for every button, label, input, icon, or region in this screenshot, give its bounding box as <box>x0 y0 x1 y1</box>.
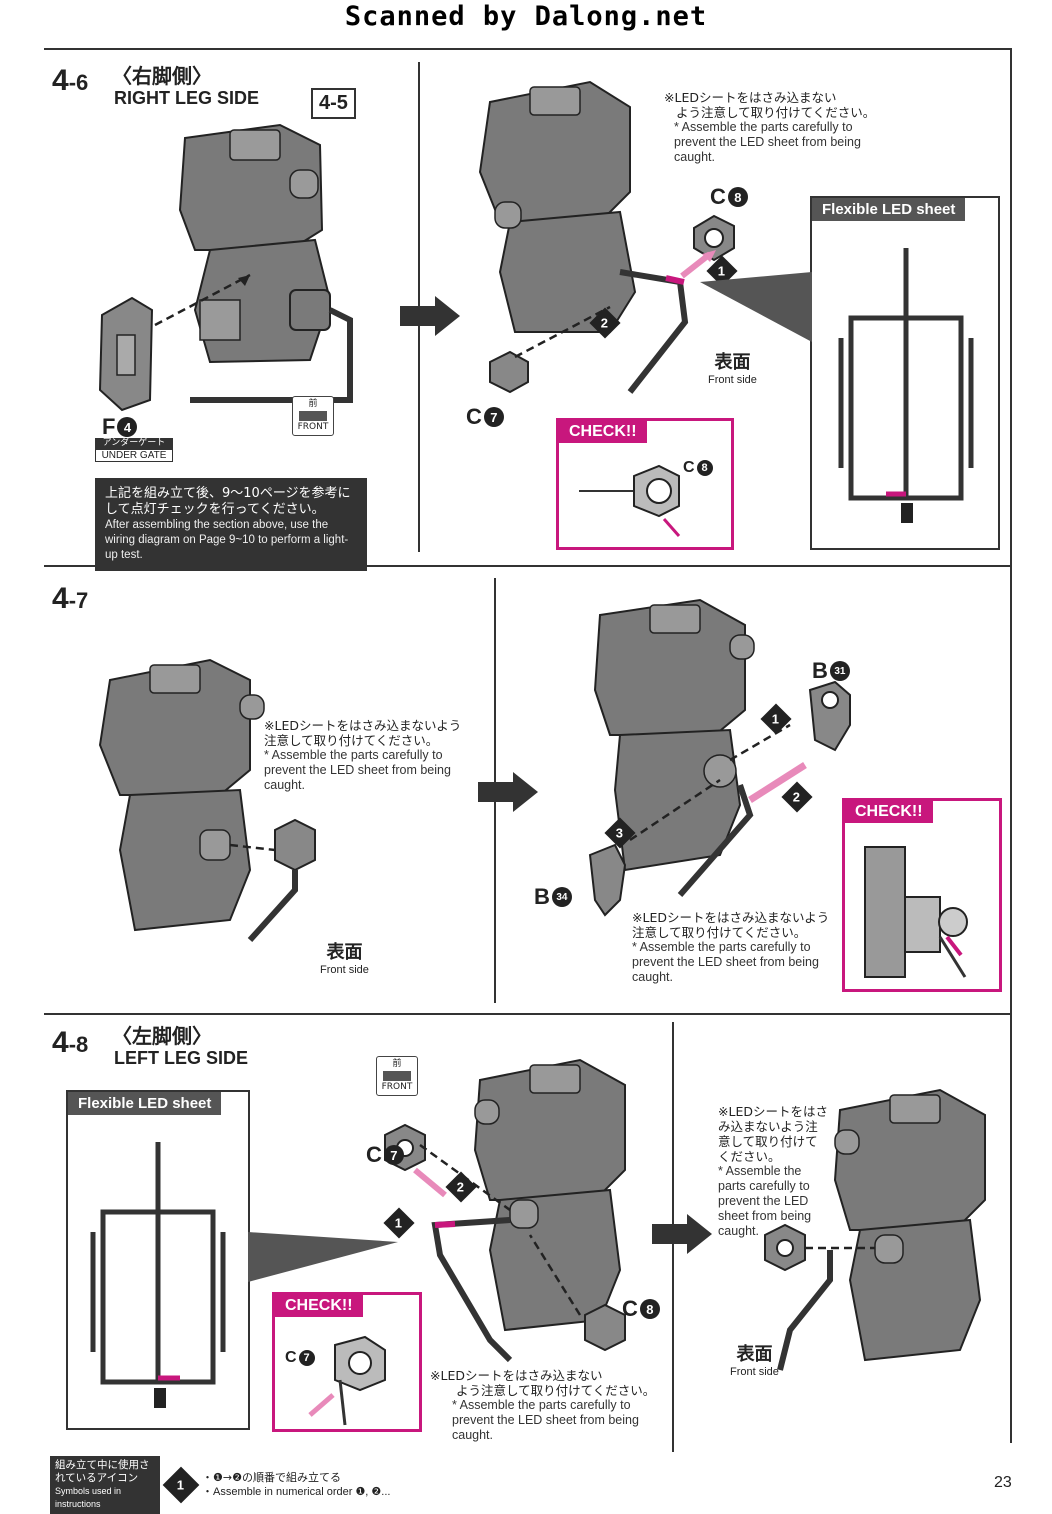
part-c8-drawing <box>693 214 735 262</box>
step47-right-drawing <box>593 598 807 897</box>
scan-credit-header: Scanned by Dalong.net <box>344 1 708 32</box>
part-b34-drawing <box>588 843 627 917</box>
step46-caution-note: ※LEDシートをはさみ込まない よう注意して取り付けてください。 * Assem… <box>664 90 876 164</box>
step-4-6-number: 4-6 <box>52 64 89 97</box>
page-number: 23 <box>994 1474 1012 1491</box>
legend-title: 組み立て中に使用されているアイコン Symbols used in instru… <box>50 1456 160 1514</box>
step48-caution-note: ※LEDシートをはさみ込まない よう注意して取り付けてください。 * Assem… <box>430 1368 656 1442</box>
step-4-6-side-jp: 〈右脚側〉 <box>112 64 212 88</box>
frame-right-line <box>1010 48 1012 1443</box>
step47-check-box: CHECK!! <box>842 798 1002 992</box>
front-indicator: 前 FRONT <box>376 1056 418 1096</box>
light-up-test-note: 上記を組み立て後、9～10ページを参考にして点灯チェックを行ってください。 Af… <box>95 478 367 571</box>
step-4-8-side-en: LEFT LEG SIDE <box>114 1048 249 1068</box>
step47-front-side-label: 表面 Front side <box>320 942 369 976</box>
flexible-led-sheet-diagram <box>90 1142 226 1408</box>
flex-sheet-tag: Flexible LED sheet <box>812 198 966 221</box>
front-arrow-icon <box>383 1071 411 1081</box>
part-b31-drawing <box>808 680 851 752</box>
front-indicator: 前 FRONT <box>292 396 334 436</box>
flex-sheet-callout-pointer <box>248 1232 398 1282</box>
check-detail-drawing <box>579 464 681 537</box>
check-tag: CHECK!! <box>845 801 933 823</box>
step47-caution-note: ※LEDシートをはさみ込まないよう注意して取り付けてください。 * Assemb… <box>264 718 462 792</box>
step48-front-side-label: 表面 Front side <box>730 1344 779 1378</box>
step48-center-drawing <box>384 1058 626 1363</box>
next-step-arrow-icon <box>400 296 460 336</box>
section-divider-1 <box>44 565 1012 567</box>
legend-description: ・❶→❷の順番で組み立てる ・Assemble in numerical ord… <box>202 1471 391 1498</box>
next-step-arrow-icon <box>478 772 538 812</box>
frame-top-line <box>44 48 1012 50</box>
front-arrow-icon <box>299 411 327 421</box>
flexible-led-sheet-diagram <box>838 248 974 523</box>
legend-step-icon: 1 <box>162 1466 200 1504</box>
flex-sheet-callout-pointer <box>700 272 812 342</box>
step46-assembly-drawing <box>178 123 353 403</box>
step46-dashed-arrow <box>154 273 251 327</box>
reference-step-badge: 4-5 <box>311 88 356 119</box>
step-4-6-side-en: RIGHT LEG SIDE <box>114 88 260 108</box>
section-divider-2 <box>44 1013 1012 1015</box>
symbols-legend: 組み立て中に使用されているアイコン Symbols used in instru… <box>50 1456 390 1514</box>
front-side-label: 表面 Front side <box>708 352 757 386</box>
step-4-8-number: 4-8 <box>52 1026 89 1059</box>
next-step-arrow-icon <box>652 1214 712 1254</box>
step46-part-f4 <box>98 296 154 412</box>
check-tag: CHECK!! <box>275 1295 363 1317</box>
step48-caution-note-2: ※LEDシートをはさみ込まないよう注意して取り付けてください。 * Assemb… <box>718 1104 828 1238</box>
under-gate-label: アンダーゲート UNDER GATE <box>95 438 173 462</box>
step46-right-drawing <box>478 80 689 394</box>
step-4-7-number: 4-7 <box>52 582 89 615</box>
step48-right-drawing <box>764 1088 986 1371</box>
step48-flexible-led-sheet-box: Flexible LED sheet <box>66 1090 250 1430</box>
check-tag: CHECK!! <box>559 421 647 443</box>
step46-flexible-led-sheet-box: Flexible LED sheet <box>810 196 1000 550</box>
flex-sheet-tag: Flexible LED sheet <box>68 1092 222 1115</box>
check-detail-drawing <box>308 1335 386 1426</box>
check-detail-drawing <box>864 846 968 978</box>
pink-assembly-arrow <box>680 250 716 279</box>
step47-caution-note-2: ※LEDシートをはさみ込まないよう注意して取り付けてください。 * Assemb… <box>632 910 830 984</box>
step47-left-drawing <box>98 658 316 943</box>
step-4-8-side-jp: 〈左脚側〉 <box>112 1024 212 1048</box>
